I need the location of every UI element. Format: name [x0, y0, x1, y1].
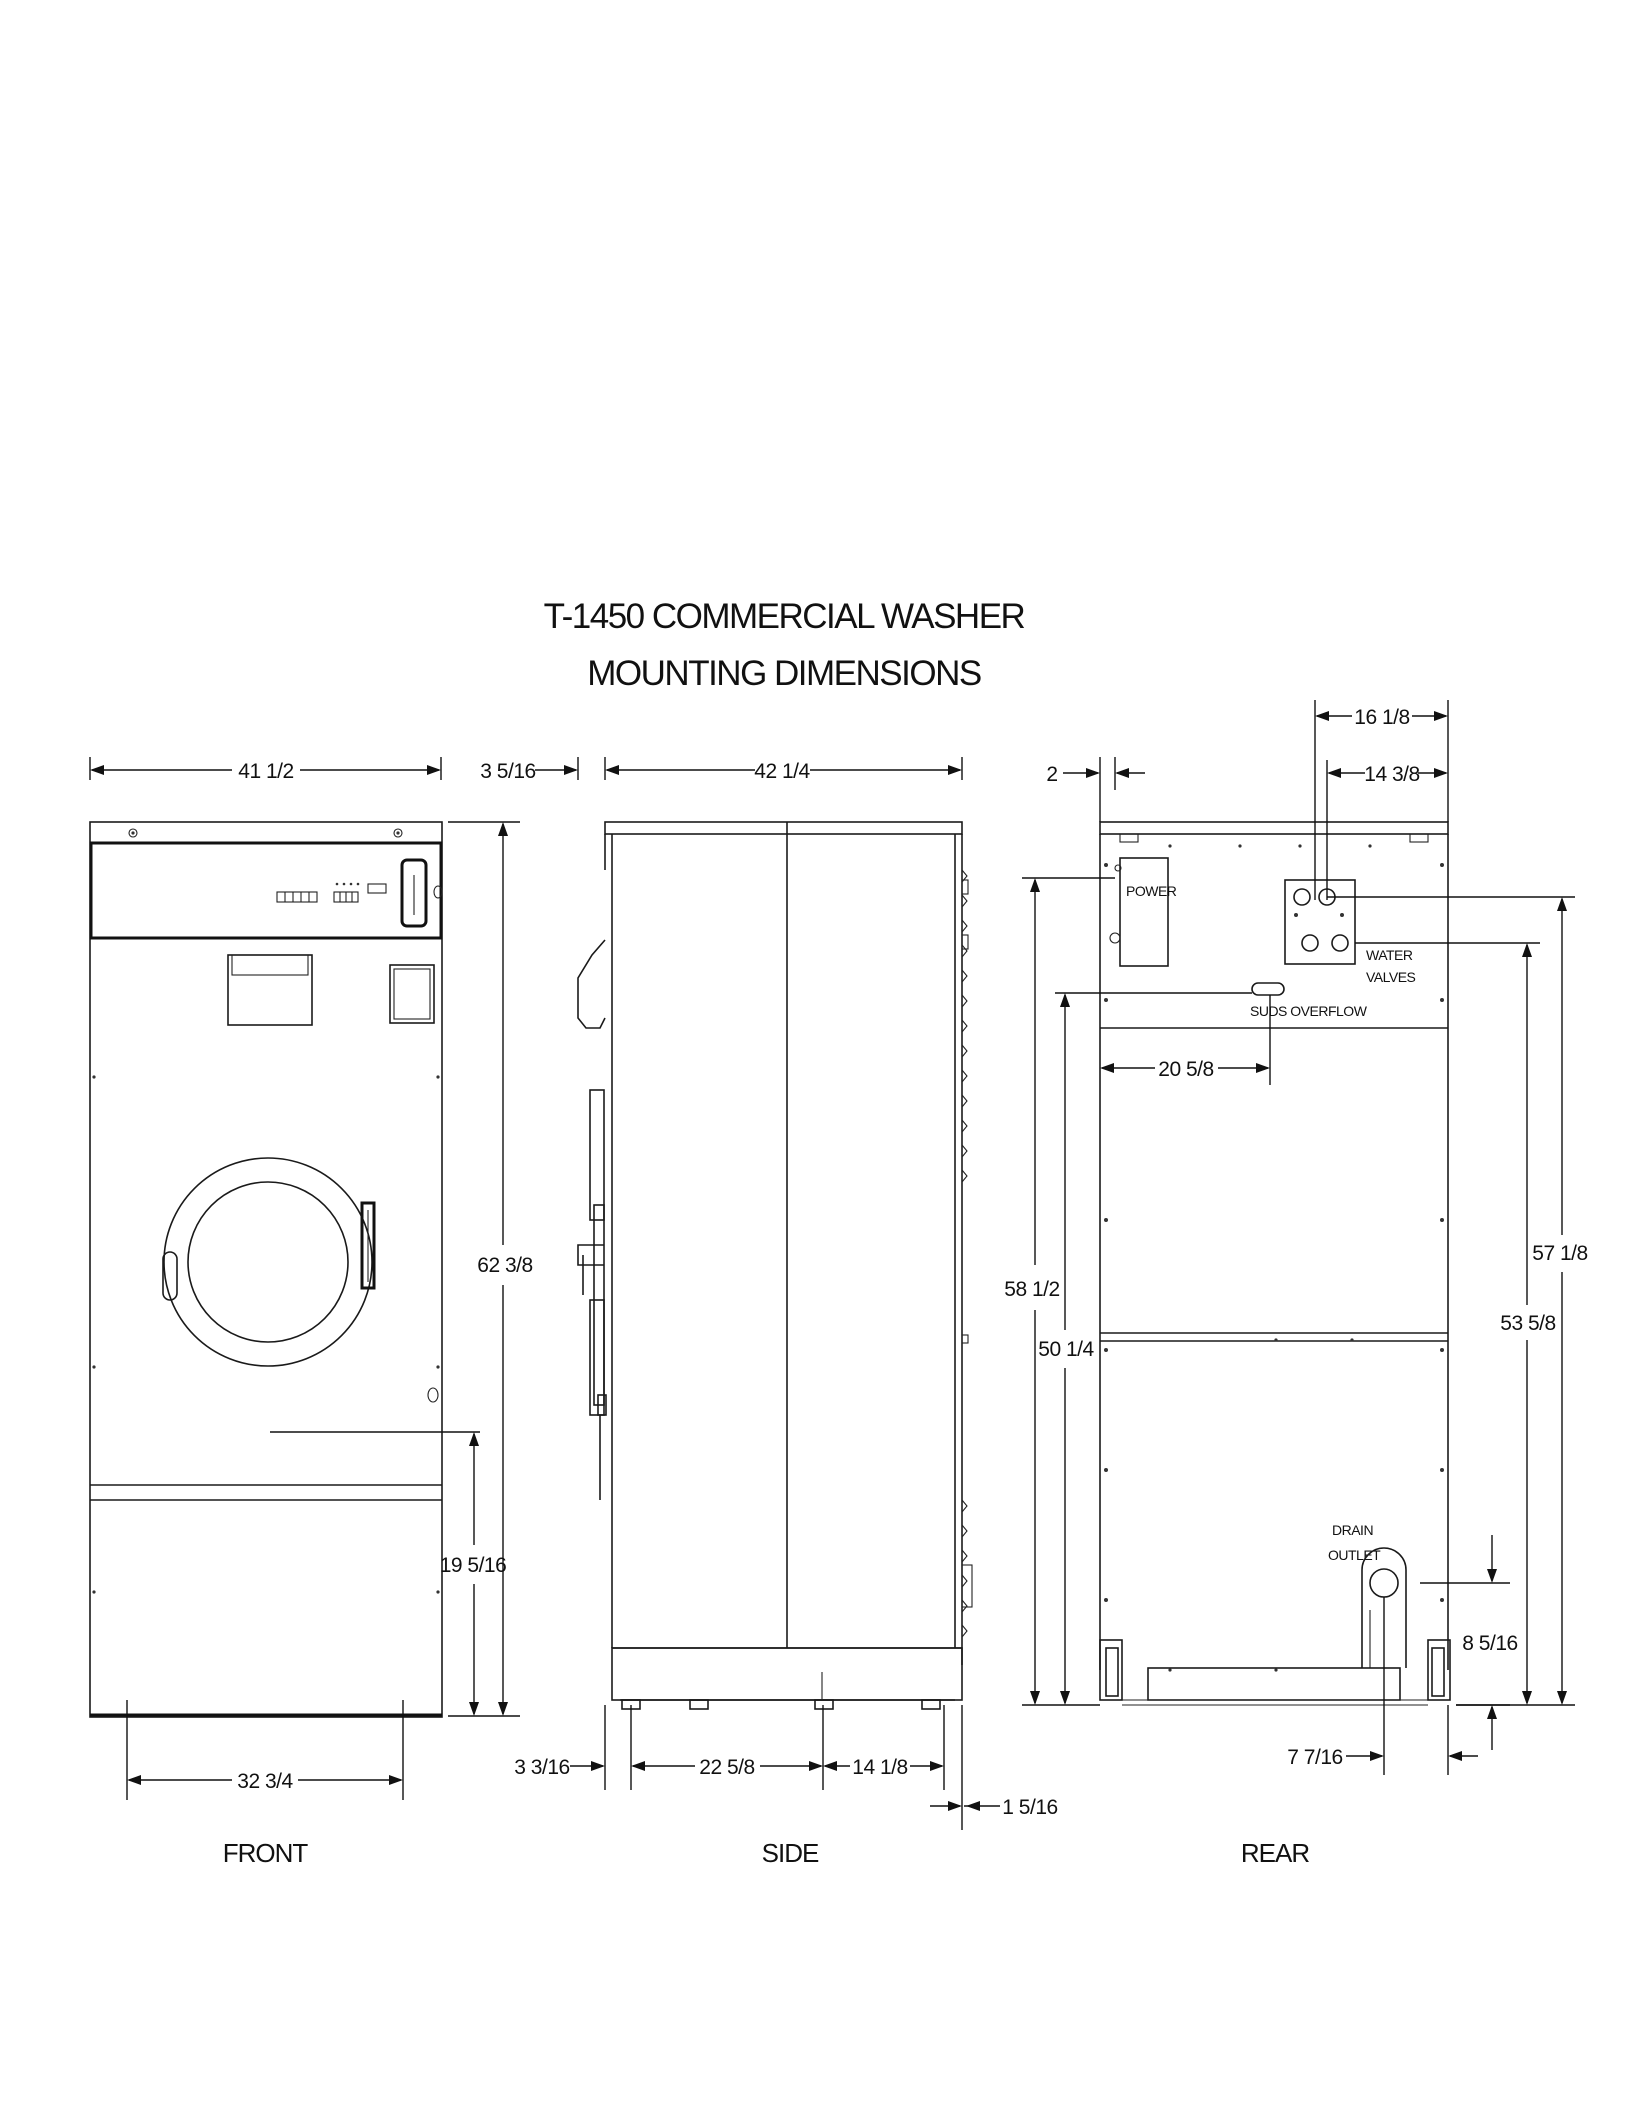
- drain-offset-label: 7 7/16: [1287, 1746, 1342, 1769]
- foot-span-1-label: 22 5/8: [699, 1756, 754, 1779]
- title-line-2: MOUNTING DIMENSIONS: [587, 654, 981, 693]
- front-dimensions: 41 1/2 62 3/8 19 5/16 32 3/4 FRONT: [90, 757, 533, 1868]
- front-protrusion-label: 3 5/16: [480, 760, 535, 783]
- rear-offset-label: 1 5/16: [1002, 1796, 1057, 1819]
- valves-outer-label: 16 1/8: [1354, 706, 1409, 729]
- feet-span-label: 32 3/4: [237, 1770, 293, 1793]
- edge-offset-label: 2: [1046, 763, 1057, 786]
- side-depth-label: 42 1/4: [754, 760, 810, 783]
- front-height-label: 62 3/8: [477, 1254, 532, 1277]
- front-foot-offset-label: 3 3/16: [514, 1756, 569, 1779]
- valve-bottom-height-label: 53 5/8: [1500, 1312, 1555, 1335]
- front-width-label: 41 1/2: [238, 760, 293, 783]
- valve-top-height-label: 57 1/8: [1532, 1242, 1587, 1265]
- valves-label: VALVES: [1366, 969, 1416, 985]
- front-view-label: FRONT: [223, 1838, 309, 1868]
- side-view: [578, 822, 972, 1709]
- water-label: WATER: [1366, 947, 1413, 963]
- outlet-label: OUTLET: [1328, 1547, 1381, 1563]
- side-rear-ribs: [962, 870, 972, 1637]
- overflow-label: SUDS OVERFLOW: [1250, 1003, 1368, 1019]
- drain-label: DRAIN: [1332, 1522, 1373, 1538]
- side-view-label: SIDE: [762, 1838, 819, 1868]
- title-line-1: T-1450 COMMERCIAL WASHER: [544, 597, 1025, 636]
- overflow-offset-label: 20 5/8: [1158, 1058, 1213, 1081]
- valves-inner-label: 14 3/8: [1364, 763, 1419, 786]
- side-dimensions: 3 5/16 42 1/4 3 3/16 22 5/8 14 1/8 1 5/1…: [480, 757, 1057, 1868]
- foot-span-2-label: 14 1/8: [852, 1756, 907, 1779]
- front-view: [90, 822, 442, 1717]
- rear-dimensions: 2 16 1/8 14 3/8 20 5/8 58 1/2: [1004, 700, 1587, 1868]
- rear-view: POWER WATER VALVES SUDS OVERFLOW DRAIN O…: [1100, 822, 1450, 1705]
- door-center-height-label: 19 5/16: [440, 1554, 507, 1577]
- power-height-label: 58 1/2: [1004, 1278, 1059, 1301]
- power-label: POWER: [1126, 883, 1177, 899]
- overflow-height-label: 50 1/4: [1038, 1338, 1094, 1361]
- drain-height-label: 8 5/16: [1462, 1632, 1517, 1655]
- rear-view-label: REAR: [1241, 1838, 1309, 1868]
